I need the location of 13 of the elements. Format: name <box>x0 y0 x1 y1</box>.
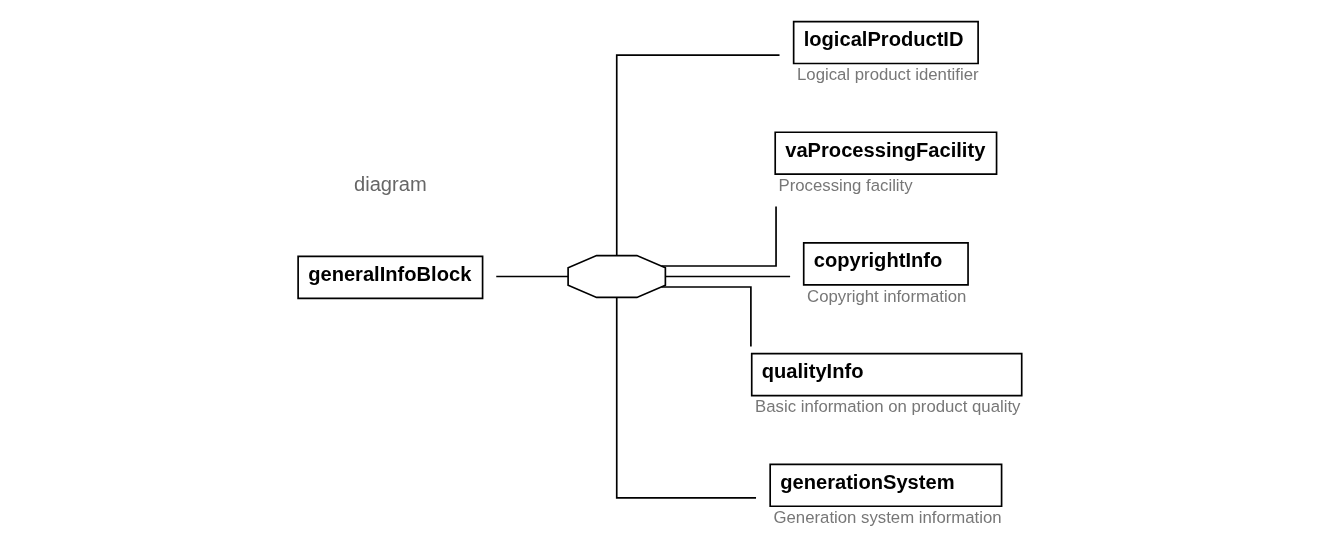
node-label: Logical product identifier <box>797 65 979 85</box>
connector <box>664 275 791 278</box>
node-octagon <box>567 254 667 299</box>
connector <box>660 205 777 267</box>
node-label: Basic information on product quality <box>755 397 1021 417</box>
connector <box>495 275 569 278</box>
node-label: Copyright information <box>807 286 967 306</box>
node-label: Processing facility <box>778 175 913 195</box>
label: diagram <box>354 173 427 196</box>
connector <box>615 296 757 499</box>
connector <box>615 54 781 257</box>
node-label: Generation system information <box>773 508 1002 528</box>
connector <box>660 286 752 348</box>
